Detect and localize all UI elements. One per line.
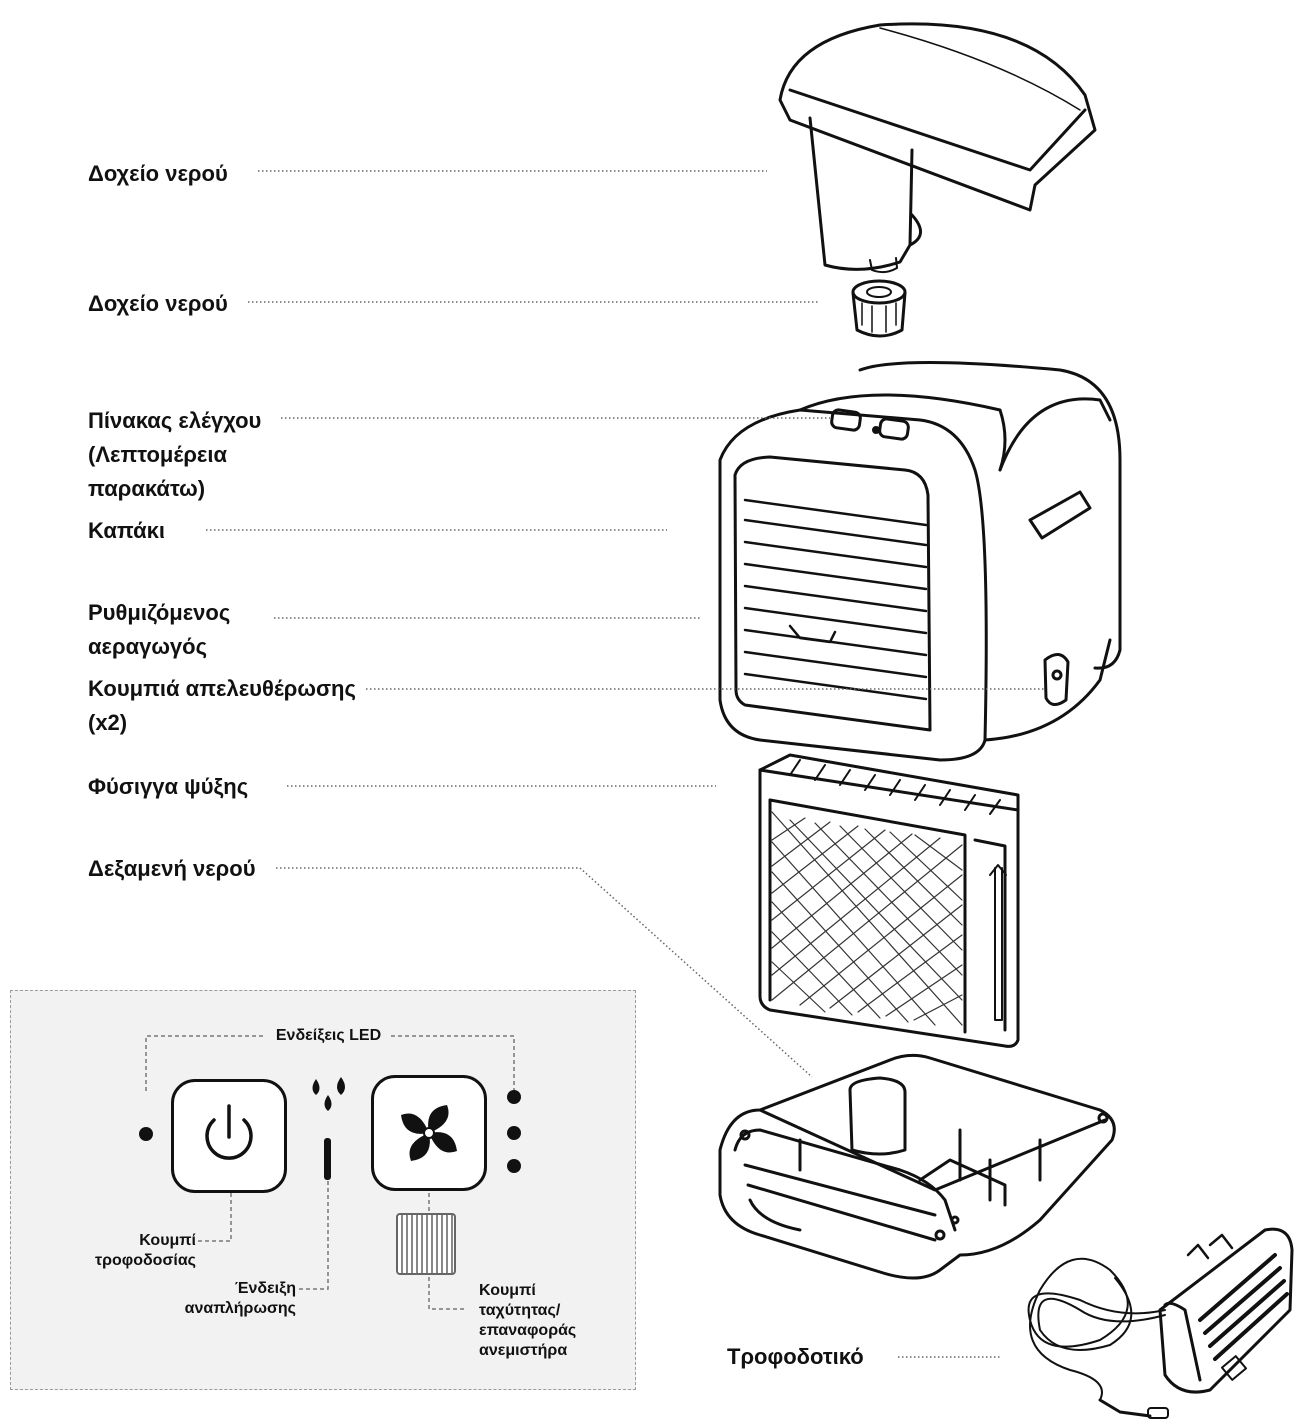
control-panel-drawing [139,1035,521,1310]
power-button-caption-line1: Κουμπί [139,1232,196,1249]
refill-indicator-caption-line1: Ένδειξη [234,1280,296,1297]
label-release-buttons-line1: Κουμπιά απελευθέρωσης [88,676,356,701]
led-dot-power [139,1127,153,1141]
water-drops-icon [312,1077,345,1111]
label-cooling-cartridge: Φύσιγγα ψύξης [88,774,249,799]
label-water-reservoir: Δεξαμενή νερού [88,856,256,881]
cooling-cartridge-illustration [758,753,1020,1048]
led-dot-speed-2 [507,1126,521,1140]
control-panel-detail: Ενδείξεις LED Κουμπί τροφοδοσίας Ένδειξη… [10,990,636,1390]
label-water-tank: Δοχείο νερού [88,161,228,186]
refill-indicator-caption-line2: αναπλήρωσης [184,1300,296,1317]
refill-led-bar [324,1138,331,1180]
power-adapter-illustration [1027,1227,1294,1419]
water-tank-illustration [778,22,1097,274]
led-dot-speed-3 [507,1159,521,1173]
fan-speed-button[interactable] [371,1075,487,1191]
label-water-tank-valve: Δοχείο νερού [88,291,228,316]
label-lid: Καπάκι [88,518,166,543]
cooler-body-illustration [718,361,1122,762]
label-control-panel: Πίνακας ελέγχου (Λεπτομέρεια παρακάτω) [88,404,261,506]
fan-button-caption-line1: Κουμπί [479,1282,536,1299]
label-control-panel-line1: Πίνακας ελέγχου [88,408,262,433]
label-power-adapter: Τροφοδοτικό [727,1344,864,1369]
power-button-caption-line2: τροφοδοσίας [94,1252,196,1269]
led-indicators-title: Ενδείξεις LED [275,1027,382,1044]
refill-indicator-caption: Ένδειξη αναπλήρωσης [161,1279,296,1319]
water-reservoir-illustration [718,1053,1116,1280]
power-button[interactable] [171,1079,287,1193]
fan-icon [401,1105,457,1161]
fan-button-caption: Κουμπί ταχύτητας/ επαναφοράς ανεμιστήρα [479,1281,619,1361]
label-release-buttons-line2: (x2) [88,710,128,735]
power-icon [205,1104,253,1160]
fan-button-caption-line2: ταχύτητας/ [479,1302,561,1319]
fan-button-caption-line4: ανεμιστήρα [479,1342,568,1359]
label-control-panel-line2: (Λεπτομέρεια [88,442,228,467]
label-control-panel-line3: παρακάτω) [88,476,206,501]
valve-cap-illustration [851,279,907,338]
label-adjustable-vent-line1: Ρυθμιζόμενος [88,600,231,625]
led-dot-speed-1 [507,1090,521,1104]
label-adjustable-vent-line2: αεραγωγός [88,634,208,659]
leader-lines [206,170,1044,1358]
label-release-buttons: Κουμπιά απελευθέρωσης (x2) [88,672,356,740]
fan-button-caption-line3: επαναφοράς [479,1322,577,1339]
cartridge-mesh [771,811,963,1026]
cartridge-icon [396,1213,456,1275]
label-adjustable-vent: Ρυθμιζόμενος αεραγωγός [88,596,230,664]
power-button-caption: Κουμπί τροφοδοσίας [56,1231,196,1271]
